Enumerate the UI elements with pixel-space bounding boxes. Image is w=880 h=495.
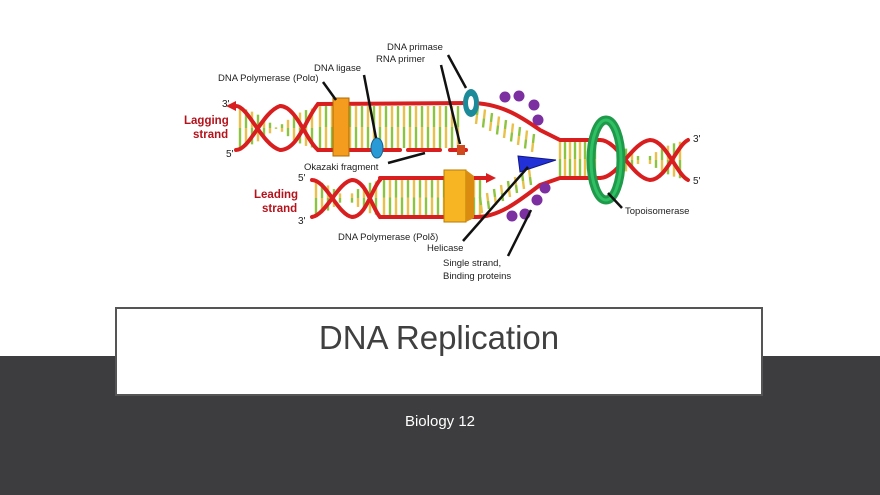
base-pair-rung	[479, 204, 484, 214]
slide-subtitle: Biology 12	[404, 413, 476, 430]
base-pair-rung	[530, 142, 535, 153]
ssb-protein	[499, 91, 511, 103]
dna-primase	[463, 89, 479, 117]
leader-dna-primase	[446, 54, 468, 89]
base-pair-rung	[478, 196, 483, 206]
base-pair-rung	[496, 116, 501, 126]
base-pair-rung	[481, 118, 486, 128]
base-pair-rung	[514, 184, 519, 194]
base-pair-rung	[502, 128, 507, 139]
parental-helix-backbone-b	[598, 137, 690, 182]
base-pair-rung	[528, 176, 533, 186]
lagging-arrowhead	[226, 101, 236, 111]
label-okazaki-fragment: Okazaki fragment	[304, 162, 379, 173]
base-pair-rung	[527, 168, 532, 178]
single-strand-binding-proteins	[499, 90, 551, 222]
leading-strand-label-2: strand	[262, 203, 297, 215]
label-topoisomerase: Topoisomerase	[625, 206, 689, 217]
leader-topoisomerase	[607, 192, 623, 209]
lagging-strand-label-2: strand	[193, 129, 228, 141]
ssb-protein	[539, 182, 551, 194]
leader-okazaki	[387, 151, 426, 165]
base-pair-rung	[495, 125, 500, 135]
label-ssb-line2: Binding proteins	[443, 271, 511, 282]
label-dna-ligase: DNA ligase	[314, 63, 361, 74]
end-leading-left-bottom: 3'	[298, 216, 306, 227]
base-pair-rung	[524, 130, 529, 140]
leader-rna-primer	[439, 64, 462, 145]
ssb-protein	[532, 114, 544, 126]
ssb-protein	[531, 194, 543, 206]
leading-arrowhead	[486, 173, 496, 183]
base-pair-rung	[531, 133, 536, 144]
dna-polymerase-delta	[443, 169, 474, 223]
leader-lines	[321, 54, 623, 257]
dna-polymerase-alpha	[332, 97, 350, 157]
base-pair-rung	[516, 135, 521, 146]
base-pair-rung	[492, 188, 497, 198]
base-pair-rung	[523, 139, 528, 149]
ssb-protein	[528, 99, 540, 111]
base-pair-rung	[485, 192, 490, 202]
lagging-helix-backbone-a	[234, 102, 320, 153]
base-pair-rung	[486, 200, 491, 210]
leader-helicase	[462, 166, 529, 242]
base-pair-rung	[488, 121, 493, 132]
lagging-helix-backbone-b	[234, 103, 320, 152]
end-right-bottom: 5'	[693, 176, 701, 187]
end-leading-left-top: 5'	[298, 173, 306, 184]
dna-replication-diagram: DNA primase RNA primer DNA ligase DNA Po…	[184, 42, 701, 282]
label-helicase: Helicase	[427, 243, 463, 254]
base-pair-rung	[482, 109, 487, 119]
topoisomerase	[586, 115, 626, 205]
leading-helix-backbone-b	[310, 177, 382, 219]
label-dna-polymerase-alpha: DNA Polymerase (Polα)	[218, 73, 319, 84]
ssb-protein	[506, 210, 518, 222]
leading-strand-label-1: Leading	[254, 189, 298, 201]
base-pair-rung	[489, 112, 494, 123]
end-right-top: 3'	[693, 134, 701, 145]
base-pair-rung	[499, 184, 504, 194]
leader-ssb	[506, 209, 533, 257]
lagging-strand-label-1: Lagging	[184, 115, 229, 127]
leader-pol-alpha	[321, 81, 338, 101]
base-pair-rung	[510, 123, 515, 133]
leading-helix-backbone-a	[310, 178, 382, 220]
leading-template-strand	[378, 176, 602, 219]
base-pair-rung	[474, 114, 479, 125]
label-dna-primase: DNA primase	[387, 42, 443, 53]
label-rna-primer: RNA primer	[376, 54, 425, 65]
label-dna-polymerase-delta: DNA Polymerase (Polδ)	[338, 232, 438, 243]
base-pair-rung	[503, 119, 508, 130]
base-pair-rung	[509, 132, 514, 142]
title-box: DNA Replication	[115, 307, 763, 396]
end-lagging-left-bottom: 5'	[226, 149, 234, 160]
base-pair-rung	[517, 126, 522, 137]
leader-dna-ligase	[362, 74, 378, 139]
slide-title: DNA Replication	[318, 319, 560, 356]
label-ssb-line1: Single strand,	[443, 258, 501, 269]
dna-ligase	[370, 137, 384, 159]
rna-primer	[457, 145, 465, 155]
end-lagging-left-top: 3'	[222, 99, 230, 110]
base-pair-rung	[521, 180, 526, 190]
parental-helix-backbone-a	[598, 138, 690, 183]
ssb-protein	[513, 90, 525, 102]
helicase	[517, 155, 557, 173]
